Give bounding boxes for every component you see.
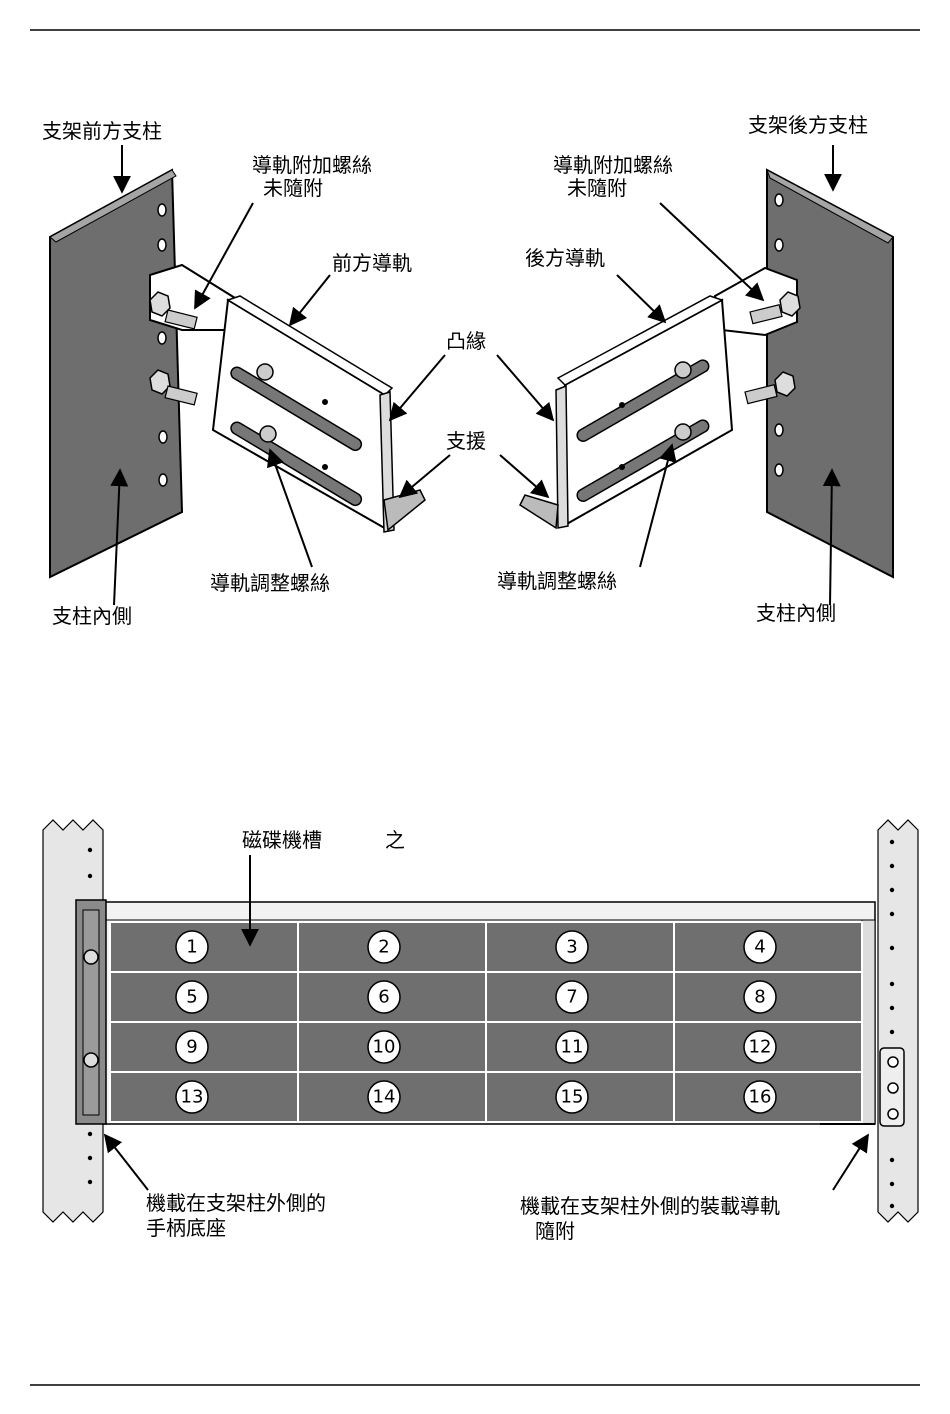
label-rear-rail: 後方導軌 bbox=[525, 246, 605, 270]
label-support: 支援 bbox=[446, 429, 486, 453]
label-mounting-rail: 機載在支架柱外側的裝載導軌 bbox=[520, 1194, 780, 1218]
label-rail-screws-right: 導軌附加螺絲 bbox=[553, 153, 673, 177]
label-rear-post: 支架後方支柱 bbox=[748, 113, 868, 137]
rear-rail-support bbox=[520, 495, 558, 528]
adjust-screw-icon bbox=[260, 426, 276, 442]
thumbscrew-icon bbox=[84, 950, 98, 964]
bay-number: 4 bbox=[754, 937, 765, 958]
label-adjust-screw-right: 導軌調整螺絲 bbox=[497, 569, 617, 593]
label-flange: 凸緣 bbox=[446, 329, 486, 353]
adjust-screw-icon bbox=[675, 424, 691, 440]
label-adjust-screw-left: 導軌調整螺絲 bbox=[210, 571, 330, 595]
label-rail-screws-right-2: 未隨附 bbox=[567, 176, 627, 200]
label-mounting-rail-2: 隨附 bbox=[535, 1219, 575, 1243]
bay-number: 10 bbox=[373, 1037, 396, 1058]
label-front-rail: 前方導軌 bbox=[332, 251, 412, 275]
bay-number: 9 bbox=[186, 1037, 197, 1058]
bay-number: 2 bbox=[378, 937, 389, 958]
label-handle-mount: 機載在支架柱外側的 bbox=[146, 1191, 326, 1215]
thumbscrew-icon bbox=[84, 1053, 98, 1067]
label-front-post: 支架前方支柱 bbox=[42, 119, 162, 143]
label-disk-slots: 磁碟機槽 bbox=[242, 828, 322, 852]
label-rail-screws-left: 導軌附加螺絲 bbox=[252, 153, 372, 177]
bay-number: 7 bbox=[566, 987, 577, 1008]
rear-post-assembly bbox=[520, 170, 893, 577]
bay-number: 3 bbox=[566, 937, 577, 958]
label-handle-mount-2: 手柄底座 bbox=[146, 1216, 226, 1240]
adjust-screw-icon bbox=[257, 364, 273, 380]
bay-number: 12 bbox=[749, 1037, 772, 1058]
bay-number: 5 bbox=[186, 987, 197, 1008]
bay-number: 6 bbox=[378, 987, 389, 1008]
label-rail-screws-left-2: 未隨附 bbox=[263, 176, 323, 200]
adjust-screw-icon bbox=[675, 362, 691, 378]
label-inner-post-left: 支柱內側 bbox=[52, 604, 132, 628]
label-inner-post-right: 支柱內側 bbox=[756, 601, 836, 625]
bay-number: 8 bbox=[754, 987, 765, 1008]
bay-number: 15 bbox=[561, 1087, 584, 1108]
bay-number: 14 bbox=[373, 1087, 396, 1108]
bay-number: 16 bbox=[749, 1087, 772, 1108]
rack-rail-right bbox=[878, 820, 918, 1222]
label-disk-slots-suffix: 之 bbox=[385, 828, 405, 852]
bay-number: 1 bbox=[186, 937, 197, 958]
bay-number: 13 bbox=[181, 1087, 204, 1108]
bay-number: 11 bbox=[561, 1037, 584, 1058]
